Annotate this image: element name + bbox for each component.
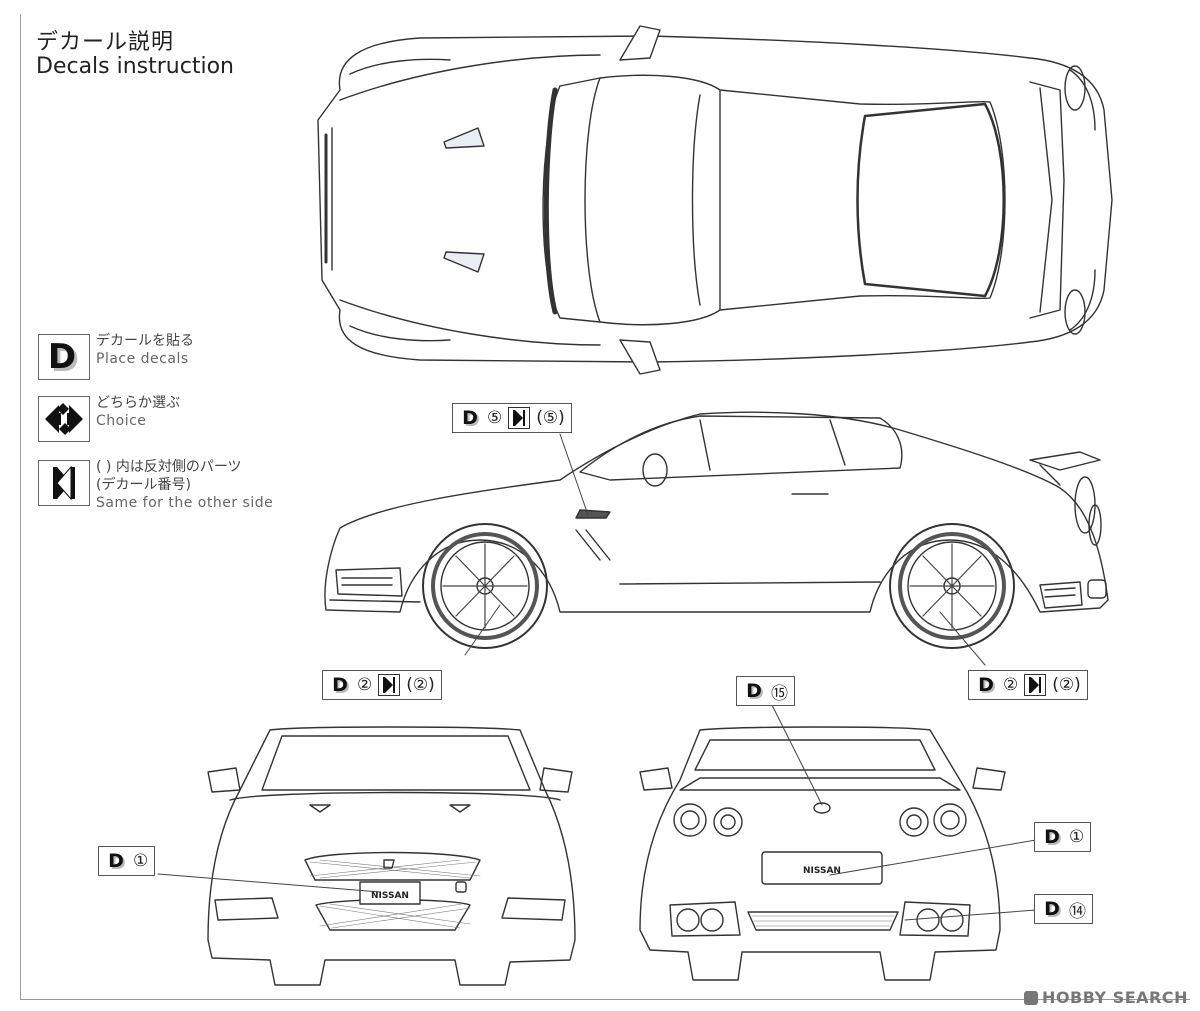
decal-number: ② (357, 675, 373, 695)
decal-d-icon: D (746, 680, 762, 702)
callout-rear-wheel: D ② (②) (968, 670, 1088, 700)
page-frame (20, 14, 1190, 1000)
other-side-icon (508, 407, 531, 429)
decal-number: ⑭ (1069, 901, 1086, 922)
legend-otherside-jp2: (デカール番号) (96, 477, 191, 493)
decal-d-icon: D (1044, 826, 1060, 848)
decal-number-alt: (②) (406, 675, 435, 695)
decal-number: ⑤ (487, 408, 503, 428)
callout-rear-plate: D ① (1034, 822, 1092, 852)
watermark-badge-icon (1024, 990, 1039, 1005)
callout-rear-diffuser: D ⑭ (1034, 894, 1093, 924)
callout-front-plate: D ① (98, 846, 156, 876)
title-japanese: デカール説明 (36, 30, 175, 55)
decal-number: ② (1003, 675, 1019, 695)
legend-place-jp: デカールを貼る (96, 333, 194, 349)
watermark-text: HOBBY SEARCH (1042, 988, 1188, 1007)
legend-choice-jp: どちらか選ぶ (96, 395, 180, 411)
callout-front-wheel: D ② (②) (322, 670, 442, 700)
other-side-icon (1024, 674, 1047, 696)
decal-d-icon: D (462, 407, 478, 429)
decal-d-icon: D D (38, 334, 90, 380)
decal-d-icon: D (1044, 898, 1060, 920)
svg-text:D: D (51, 340, 79, 379)
legend-place-en: Place decals (96, 351, 189, 367)
other-side-icon (38, 460, 90, 506)
decal-d-icon: D (978, 674, 994, 696)
front-plate-text: NISSAN (371, 891, 409, 901)
callout-side-window: D ⑤ (⑤) (452, 403, 572, 433)
choice-arrows-icon (38, 396, 90, 442)
decal-d-icon: D (332, 674, 348, 696)
car-side-view (324, 411, 1109, 649)
svg-text:D: D (48, 337, 76, 377)
legend-otherside-jp1: ( ) 内は反対側のパーツ (96, 459, 242, 475)
rear-plate-text: NISSAN (803, 866, 841, 876)
other-side-icon (378, 674, 401, 696)
car-top-view (317, 25, 1113, 375)
title-english: Decals instruction (36, 54, 234, 79)
legend-otherside-en: Same for the other side (96, 495, 274, 511)
car-rear-view (639, 726, 1006, 981)
decal-number: ⑮ (771, 683, 788, 704)
legend-choice-en: Choice (96, 413, 147, 429)
leader-lines (157, 433, 1037, 921)
decal-number-alt: (②) (1052, 675, 1081, 695)
decal-number: ① (133, 851, 149, 871)
callout-rear-emblem: D ⑮ (736, 676, 795, 706)
decal-d-icon: D (108, 850, 124, 872)
decal-number-alt: (⑤) (536, 408, 565, 428)
watermark: HOBBY SEARCH (1024, 988, 1188, 1007)
decal-number: ① (1069, 827, 1085, 847)
car-front-view (207, 726, 576, 986)
